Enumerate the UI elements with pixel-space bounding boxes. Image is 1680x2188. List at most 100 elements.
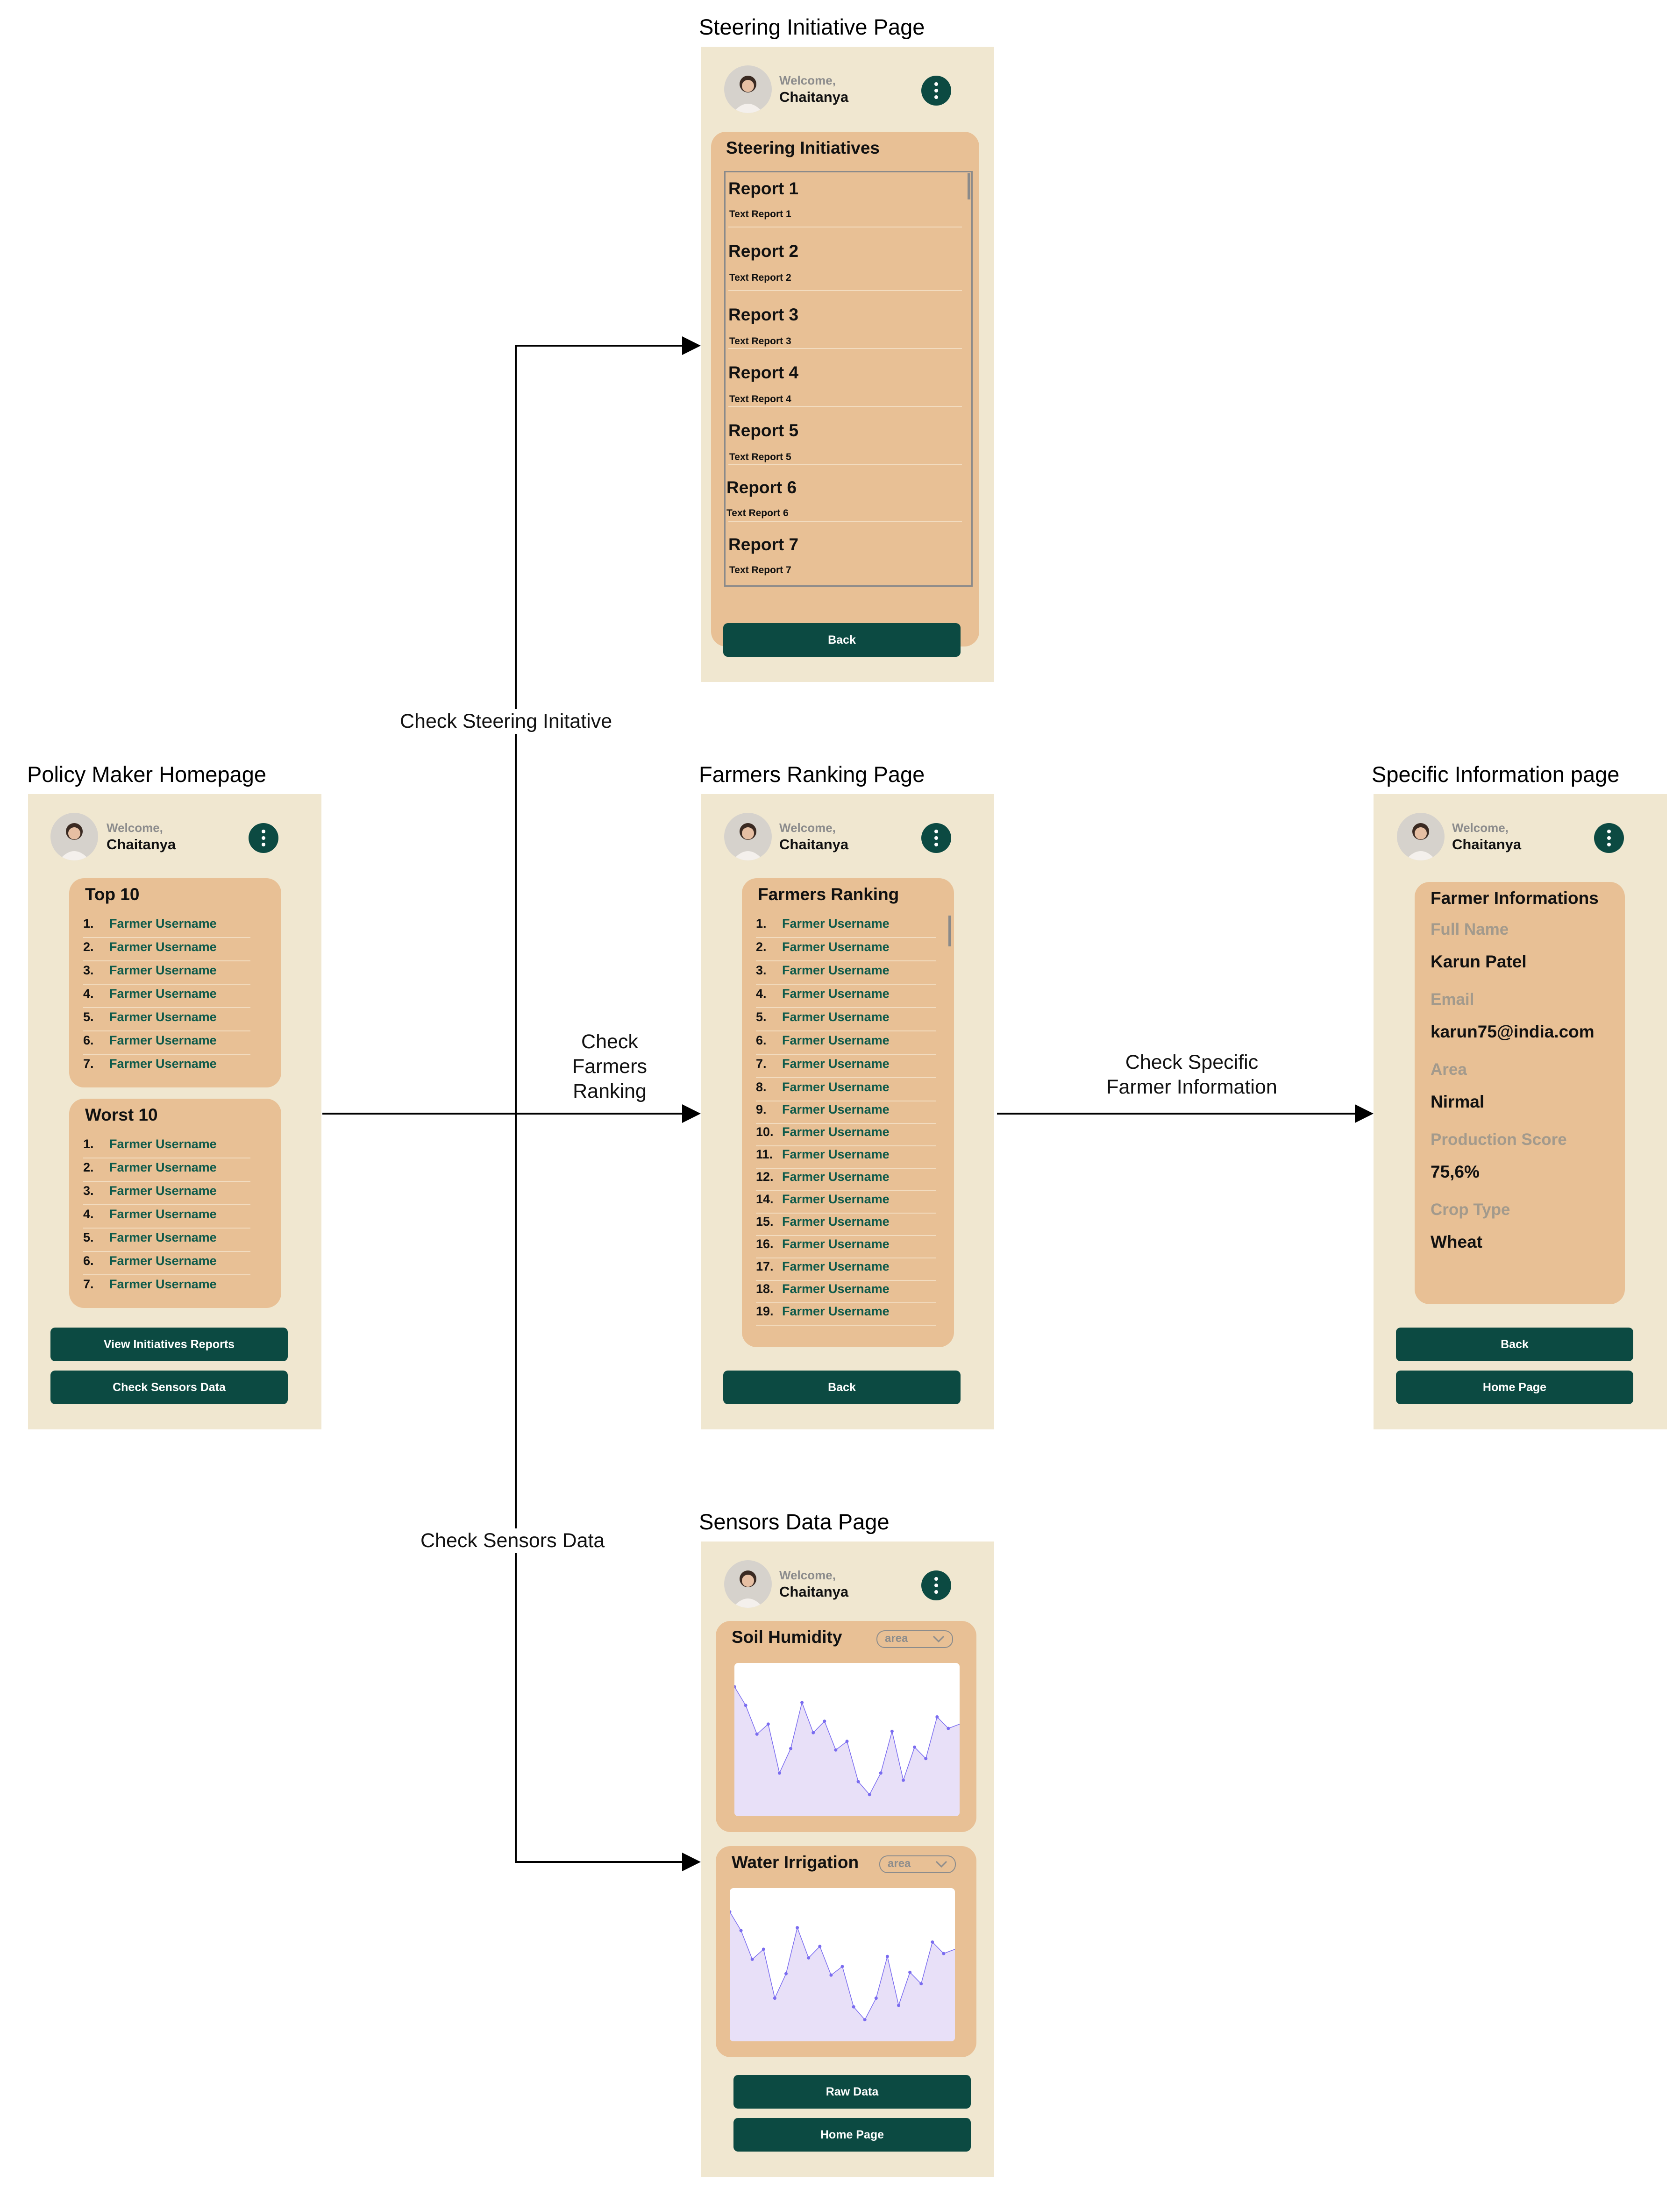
farmer-username-link[interactable]: Farmer Username <box>782 1125 890 1139</box>
ranking-row[interactable]: 1.Farmer Username <box>83 1134 250 1158</box>
farmer-username-link[interactable]: Farmer Username <box>782 987 890 1001</box>
report-title[interactable]: Report 1 <box>728 179 799 198</box>
farmer-username-link[interactable]: Farmer Username <box>782 1259 890 1273</box>
user-avatar-icon[interactable] <box>50 813 98 860</box>
kebab-menu-icon[interactable] <box>1594 823 1624 853</box>
ranking-row[interactable]: 1.Farmer Username <box>83 914 250 938</box>
chart-data-point <box>902 1778 905 1782</box>
kebab-menu-icon[interactable] <box>921 76 951 106</box>
ranking-scroll-list[interactable]: 1.Farmer Username 2.Farmer Username 3.Fa… <box>756 914 943 1339</box>
user-avatar-icon[interactable] <box>1397 813 1445 860</box>
home-page-button[interactable]: Home Page <box>733 2118 971 2152</box>
farmer-username-link[interactable]: Farmer Username <box>782 916 890 931</box>
report-title[interactable]: Report 6 <box>726 478 797 497</box>
farmer-username-link[interactable]: Farmer Username <box>782 1080 890 1094</box>
farmer-username-link[interactable]: Farmer Username <box>782 940 890 954</box>
report-title[interactable]: Report 4 <box>728 363 799 382</box>
back-button[interactable]: Back <box>723 623 961 657</box>
farmer-username-link[interactable]: Farmer Username <box>109 1184 217 1198</box>
farmer-username-link[interactable]: Farmer Username <box>782 1282 890 1296</box>
farmer-username-link[interactable]: Farmer Username <box>782 1147 890 1161</box>
farmer-username-link[interactable]: Farmer Username <box>109 1137 217 1151</box>
back-button[interactable]: Back <box>723 1371 961 1404</box>
area-select[interactable]: area <box>876 1630 953 1648</box>
ranking-row[interactable]: 5.Farmer Username <box>83 1007 250 1031</box>
farmer-username-link[interactable]: Farmer Username <box>782 1102 890 1116</box>
farmer-username-link[interactable]: Farmer Username <box>109 1160 217 1174</box>
ranking-row[interactable]: 7.Farmer Username <box>756 1054 936 1078</box>
ranking-row[interactable]: 4.Farmer Username <box>83 984 250 1008</box>
report-title[interactable]: Report 2 <box>728 242 799 261</box>
ranking-row[interactable]: 6.Farmer Username <box>83 1030 250 1055</box>
ranking-row[interactable]: 3.Farmer Username <box>756 960 936 985</box>
ranking-row[interactable]: 18.Farmer Username <box>756 1279 936 1303</box>
ranking-row[interactable]: 7.Farmer Username <box>83 1274 250 1298</box>
ranking-row[interactable]: 19.Farmer Username <box>756 1301 936 1326</box>
farmer-username-link[interactable]: Farmer Username <box>782 963 890 977</box>
farmer-username-link[interactable]: Farmer Username <box>109 916 217 931</box>
ranking-row[interactable]: 4.Farmer Username <box>756 984 936 1008</box>
farmer-username-link[interactable]: Farmer Username <box>109 1230 217 1244</box>
kebab-menu-icon[interactable] <box>921 823 951 853</box>
farmer-username-link[interactable]: Farmer Username <box>782 1237 890 1251</box>
farmer-username-link[interactable]: Farmer Username <box>109 1057 217 1071</box>
farmer-username-link[interactable]: Farmer Username <box>782 1304 890 1318</box>
farmer-username-link[interactable]: Farmer Username <box>782 1057 890 1071</box>
ranking-row[interactable]: 7.Farmer Username <box>83 1054 250 1077</box>
ranking-row[interactable]: 4.Farmer Username <box>83 1204 250 1229</box>
user-avatar-icon[interactable] <box>724 813 772 860</box>
farmer-username-link[interactable]: Farmer Username <box>109 1033 217 1047</box>
report-title[interactable]: Report 5 <box>728 421 799 440</box>
farmer-username-link[interactable]: Farmer Username <box>109 1254 217 1268</box>
area-value: Nirmal <box>1431 1092 1485 1111</box>
farmer-username-link[interactable]: Farmer Username <box>782 1010 890 1024</box>
farmer-username-link[interactable]: Farmer Username <box>782 1033 890 1047</box>
reports-scroll-list[interactable]: Report 1 Text Report 1 Report 2 Text Rep… <box>724 171 973 587</box>
ranking-row[interactable]: 15.Farmer Username <box>756 1212 936 1236</box>
user-avatar-icon[interactable] <box>724 1560 772 1608</box>
ranking-row[interactable]: 10.Farmer Username <box>756 1122 936 1146</box>
user-avatar-icon[interactable] <box>724 65 772 113</box>
ranking-row[interactable]: 8.Farmer Username <box>756 1077 936 1101</box>
ranking-row[interactable]: 2.Farmer Username <box>756 937 936 961</box>
report-title[interactable]: Report 7 <box>728 535 799 554</box>
view-initiatives-reports-button[interactable]: View Initiatives Reports <box>50 1328 288 1361</box>
farmer-username-link[interactable]: Farmer Username <box>109 1010 217 1024</box>
ranking-row[interactable]: 9.Farmer Username <box>756 1100 936 1124</box>
area-select[interactable]: area <box>879 1855 956 1873</box>
ranking-row[interactable]: 3.Farmer Username <box>83 1181 250 1205</box>
scrollbar-thumb[interactable] <box>968 173 970 199</box>
ranking-row[interactable]: 5.Farmer Username <box>756 1007 936 1031</box>
ranking-row[interactable]: 6.Farmer Username <box>83 1251 250 1275</box>
ranking-row[interactable]: 2.Farmer Username <box>83 1158 250 1182</box>
farmer-username-link[interactable]: Farmer Username <box>782 1192 890 1206</box>
farmer-username-link[interactable]: Farmer Username <box>109 1207 217 1221</box>
rank-number: 14. <box>756 1192 774 1206</box>
ranking-row[interactable]: 14. Farmer Username <box>756 1189 936 1214</box>
back-button[interactable]: Back <box>1396 1328 1633 1361</box>
home-page-button[interactable]: Home Page <box>1396 1371 1633 1404</box>
ranking-row[interactable]: 1.Farmer Username <box>756 914 936 938</box>
ranking-row[interactable]: 11.Farmer Username <box>756 1144 936 1169</box>
check-sensors-data-button[interactable]: Check Sensors Data <box>50 1371 288 1404</box>
ranking-row[interactable]: 5.Farmer Username <box>83 1228 250 1252</box>
card-title: Water Irrigation <box>732 1853 859 1872</box>
kebab-menu-icon[interactable] <box>921 1570 951 1600</box>
farmer-username-link[interactable]: Farmer Username <box>109 1277 217 1291</box>
farmer-username-link[interactable]: Farmer Username <box>109 987 217 1001</box>
scrollbar-thumb[interactable] <box>948 916 951 946</box>
ranking-row[interactable]: 6.Farmer Username <box>756 1030 936 1055</box>
farmer-username-link[interactable]: Farmer Username <box>782 1215 890 1229</box>
ranking-row[interactable]: 16.Farmer Username <box>756 1234 936 1258</box>
ranking-row[interactable]: 12.Farmer Username <box>756 1167 936 1191</box>
ranking-row[interactable]: 3.Farmer Username <box>83 960 250 985</box>
report-title[interactable]: Report 3 <box>728 305 799 324</box>
raw-data-button[interactable]: Raw Data <box>733 2075 971 2109</box>
ranking-row[interactable]: 2.Farmer Username <box>83 937 250 961</box>
farmer-username-link[interactable]: Farmer Username <box>109 940 217 954</box>
farmer-username-link[interactable]: Farmer Username <box>109 963 217 977</box>
chevron-down-icon <box>935 1861 947 1868</box>
farmer-username-link[interactable]: Farmer Username <box>782 1170 890 1184</box>
kebab-menu-icon[interactable] <box>249 823 278 853</box>
ranking-row[interactable]: 17.Farmer Username <box>756 1257 936 1281</box>
